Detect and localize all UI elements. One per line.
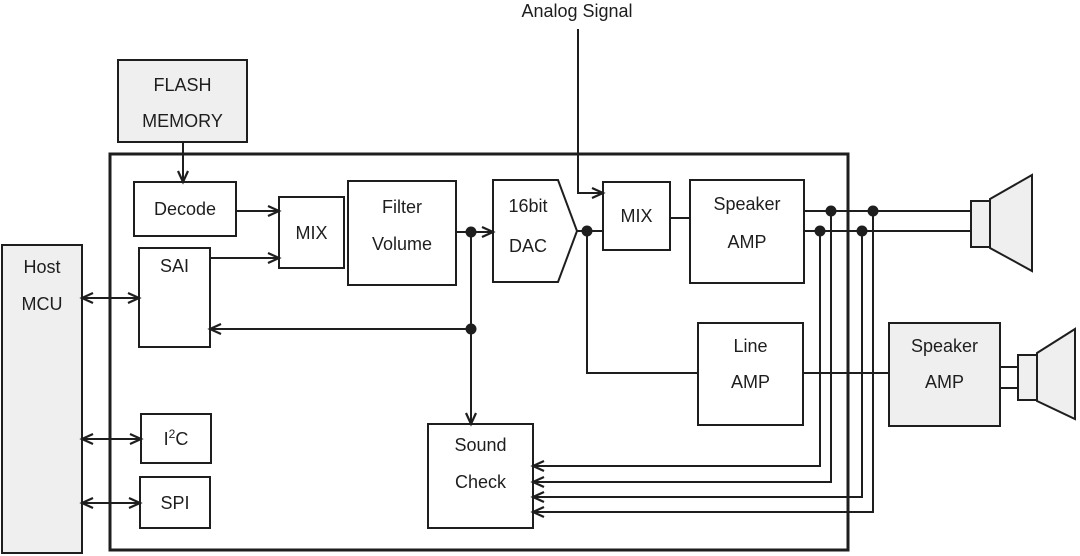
sai-label: SAI [159, 256, 189, 276]
spi-block [139, 476, 211, 529]
speaker-amp-internal-label: Speaker AMP [713, 194, 781, 252]
block-outlines [1, 59, 1001, 554]
connection-wires [79, 29, 1018, 519]
host-mcu-label: Host MCU [21, 257, 63, 314]
speaker-icon-bottom [1017, 327, 1076, 421]
sound-check-block [427, 423, 534, 529]
sai-block [138, 247, 211, 348]
junction-dot [465, 323, 477, 335]
spi-label: SPI [160, 492, 190, 513]
dac-label: 16bit DAC [508, 196, 548, 256]
mix-main-label: MIX [295, 222, 328, 243]
filter-volume-block [347, 180, 457, 286]
speaker-amp-external-block [888, 322, 1001, 427]
i2c-block [140, 413, 212, 464]
filter-volume-label: Filter Volume [371, 197, 433, 254]
junction-dot [856, 225, 868, 237]
speaker-icon-top [970, 173, 1033, 273]
junction-dot [867, 205, 879, 217]
sound-check-label: Sound Check [454, 435, 507, 492]
dac-block [492, 179, 579, 283]
decode-label: Decode [153, 199, 217, 219]
junction-dot [465, 226, 477, 238]
junction-dot [825, 205, 837, 217]
mix-analog-label: MIX [620, 206, 653, 226]
junction-dot [814, 225, 826, 237]
analog-signal-label: Analog Signal [521, 1, 633, 21]
i2c-label: I2C [163, 426, 189, 449]
host-mcu-block [1, 244, 83, 554]
audio-processor-boundary [108, 152, 850, 552]
line-amp-label: Line AMP [730, 336, 770, 392]
mix-block-analog [602, 181, 671, 251]
mix-block-main [278, 196, 345, 269]
junction-dot [581, 225, 593, 237]
speaker-amp-external-label: Speaker AMP [910, 336, 979, 392]
flash-memory-label: FLASH MEMORY [142, 75, 223, 131]
